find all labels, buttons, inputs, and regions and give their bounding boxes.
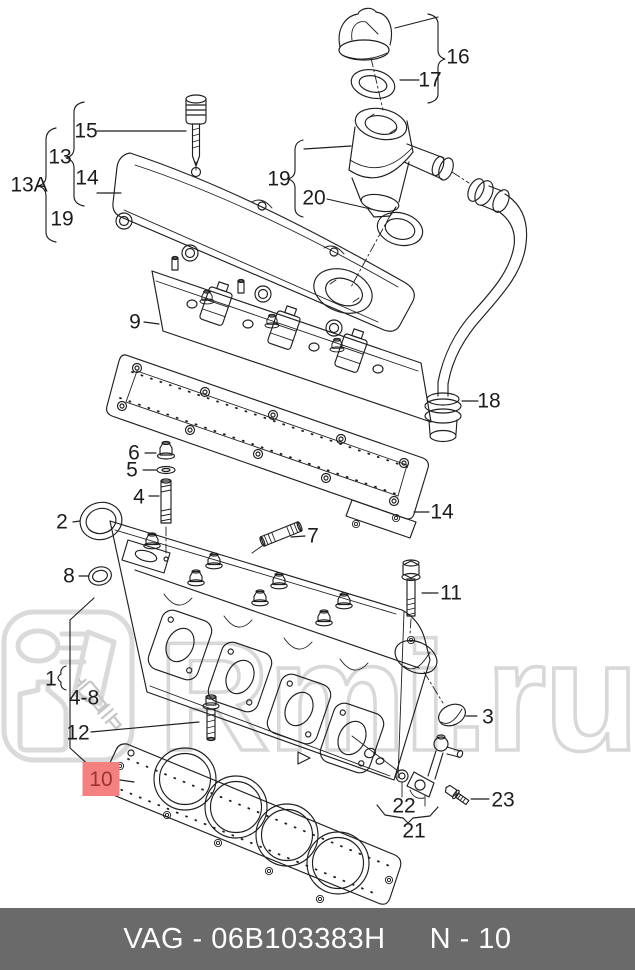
valve-cover-gasket [105, 354, 430, 539]
page-ref: N - 10 [429, 922, 512, 955]
callout-17: 17 [418, 68, 442, 92]
callout-6: 6 [128, 441, 140, 465]
stud-nut [156, 440, 176, 460]
callout-23: 23 [491, 788, 515, 812]
callout-12: 12 [66, 721, 90, 745]
callout-14-left: 14 [75, 166, 99, 190]
callout-2: 2 [56, 510, 68, 534]
head-stud [259, 521, 303, 547]
valve-cover [112, 152, 415, 337]
callout-20: 20 [302, 186, 326, 210]
crankcase-breather-valve [348, 107, 454, 218]
callout-3: 3 [482, 705, 494, 729]
oil-filler-cap [338, 7, 393, 61]
oil-spray-nozzle-group [351, 734, 470, 807]
callout-16: 16 [446, 45, 470, 69]
camshaft-carrier [151, 255, 432, 423]
sealing-plug [88, 566, 112, 586]
callout-22: 22 [392, 794, 416, 818]
head-bolt [401, 559, 421, 635]
callout-13: 13 [48, 145, 72, 169]
callout-19-left: 19 [50, 207, 74, 231]
oil-filler-opening [313, 268, 373, 314]
exploded-diagram: Rmi.ru [1, 7, 635, 905]
cap-seal-ring [350, 68, 396, 100]
spark-plug-ghost-icon [76, 678, 123, 731]
callout-19-right: 19 [267, 167, 291, 191]
callout-18: 18 [477, 389, 501, 413]
breather-hose [424, 178, 528, 443]
callout-11: 11 [440, 581, 462, 605]
cover-bolt [185, 94, 207, 171]
catalog-code: VAG - 06B103383H [123, 922, 386, 955]
core-plug-cap [438, 703, 466, 727]
stud-washer [156, 465, 176, 475]
cover-stud [160, 478, 172, 562]
footer-bar: VAG - 06B103383H N - 10 [0, 908, 635, 970]
watermark-text: Rmi.ru [158, 610, 635, 783]
callout-labels: 13A 13 15 14 19 16 17 19 20 9 18 6 5 4 2… [10, 45, 515, 843]
callout-14-right: 14 [430, 500, 454, 524]
head-front-bolt [202, 694, 220, 742]
callout-10-highlighted: 10 [82, 762, 120, 796]
callout-8: 8 [63, 564, 75, 588]
callout-7: 7 [307, 524, 319, 548]
callout-13A: 13A [10, 173, 48, 197]
callout-21: 21 [402, 819, 426, 843]
callout-4: 4 [133, 485, 145, 509]
callout-leaders [37, 13, 490, 824]
callout-9: 9 [129, 310, 141, 334]
cylinder-head [109, 520, 438, 781]
oil-can-logo-icon [15, 628, 117, 753]
site-watermark: Rmi.ru [1, 608, 635, 785]
breather-seal-ring [376, 211, 424, 247]
callout-1: 1 [45, 667, 57, 691]
callout-15: 15 [74, 119, 98, 143]
callout-4-8: 4-8 [68, 686, 100, 710]
camshaft-seal [79, 501, 123, 541]
head-gasket [100, 743, 402, 905]
callout-5: 5 [126, 458, 138, 482]
